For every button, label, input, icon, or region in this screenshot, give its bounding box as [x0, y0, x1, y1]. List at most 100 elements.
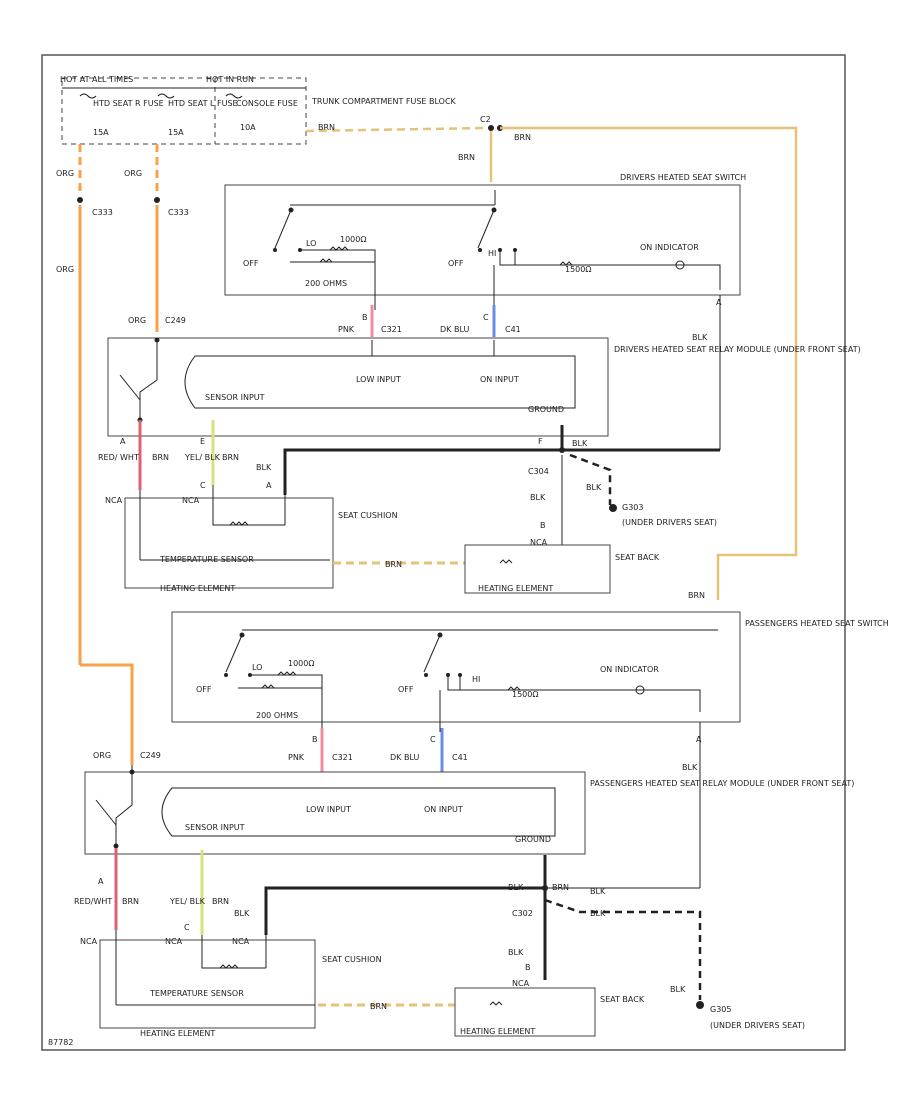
passenger-module-inner	[161, 787, 556, 837]
passenger-switch-lo-val: 1000Ω	[288, 659, 314, 668]
driver-module-x1: NCA	[105, 496, 123, 505]
passenger-module-c: C249	[140, 751, 161, 760]
passenger-heat1-label: HEATING ELEMENT	[140, 1029, 215, 1038]
driver-switch: DRIVERS HEATED SEAT SWITCH OFF LO OFF HI…	[224, 173, 746, 322]
passenger-module-sensor-input: SENSOR INPUT	[185, 823, 245, 832]
passenger-module-blk-lower: BLK	[508, 948, 524, 957]
passenger-brn-label: BRN	[122, 897, 139, 906]
driver-module-org: ORG	[128, 316, 146, 325]
driver-module-ground: GROUND	[528, 405, 564, 414]
fuse-console-icon	[225, 93, 243, 99]
fuse-block-title: TRUNK COMPARTMENT FUSE BLOCK	[311, 97, 457, 106]
fuse-l-label: HTD SEAT L FUSE	[168, 99, 238, 108]
wire-brn-fuse-label: BRN	[318, 123, 335, 132]
passenger-module-x1: NCA	[80, 937, 98, 946]
driver-module-inner	[184, 355, 576, 409]
passenger-switch-indicator: ON INDICATOR	[600, 665, 659, 674]
driver-module-pin-f: F	[538, 437, 543, 446]
passenger-switch-hi-val: 1500Ω	[512, 690, 538, 699]
driver-temp-label: TEMPERATURE SENSOR	[159, 555, 254, 564]
driver-heat2-label: HEATING ELEMENT	[478, 584, 553, 593]
fuse-hot-label: HOT AT ALL TIMES	[60, 75, 133, 84]
driver-module: ORG C249 DRIVERS HEATED SEAT RELAY MODUL…	[107, 316, 861, 437]
driver-switch-lo: LO	[306, 239, 316, 248]
driver-module-brn-junction: C304	[528, 467, 549, 476]
wire-org-1-label: ORG	[56, 169, 74, 178]
driver-redwht-label: RED/ WHT	[98, 453, 139, 462]
driver-dkblu-label: DK BLU	[440, 325, 469, 334]
driver-module-blk3: BLK	[586, 483, 602, 492]
passenger-dkblu-c-label: C41	[452, 753, 468, 762]
wire-passenger-ground-dash	[544, 898, 702, 1000]
fuse-console-amp: 10A	[240, 123, 256, 132]
driver-seat: SEAT CUSHION TEMPERATURE SENSOR HEATING …	[124, 485, 660, 594]
driver-module-pin-e: E	[200, 437, 205, 446]
driver-module-blk4: BLK	[572, 439, 588, 448]
passenger-module-blk: BLK	[234, 909, 250, 918]
passenger-module-box	[84, 771, 586, 855]
driver-switch-pin-b: B	[362, 313, 368, 322]
passenger-module-nca: NCA	[512, 979, 530, 988]
passenger-module-pin-a: A	[98, 877, 104, 886]
driver-module-on-input: ON INPUT	[480, 375, 519, 384]
wire-org-1-jog	[80, 663, 134, 765]
passenger-module-pin-b: B	[525, 963, 531, 972]
passenger-module-x2: NCA	[165, 937, 183, 946]
fuse-block-outline	[61, 77, 307, 145]
passenger-module-x3: NCA	[232, 937, 250, 946]
driver-module-sensor-input: SENSOR INPUT	[205, 393, 265, 402]
fuse-r-label: HTD SEAT R FUSE	[93, 99, 164, 108]
passenger-module: ORG C249 PASSENGERS HEATED SEAT RELAY MO…	[84, 751, 854, 855]
fuse-l-icon	[157, 93, 175, 99]
passenger-module-g: G305	[710, 1005, 731, 1014]
passenger-switch-pin-b: B	[312, 735, 318, 744]
fuse-l-amp: 15A	[168, 128, 184, 137]
driver-switch-lo-val: 1000Ω	[340, 235, 366, 244]
driver-switch-box	[224, 184, 741, 296]
wire-driver-ground-dash	[569, 453, 612, 505]
passenger-dkblu-label: DK BLU	[390, 753, 419, 762]
page-id: 87782	[48, 1038, 73, 1047]
driver-module-blk-label: BLK	[256, 463, 272, 472]
passenger-switch-box	[171, 611, 741, 723]
driver-switch-hi: HI	[488, 249, 496, 258]
passenger-module-org: ORG	[93, 751, 111, 760]
passenger-back-label: SEAT BACK	[600, 995, 645, 1004]
passenger-pnk-c-label: C321	[332, 753, 353, 762]
driver-yelblk-label: YEL/ BLK	[184, 453, 221, 462]
passenger-module-blk-junction: BLK	[508, 883, 524, 892]
passenger-switch-pin-a: A	[696, 735, 702, 744]
passenger-pnk-label: PNK	[288, 753, 305, 762]
driver-blk-label: BLK	[692, 333, 708, 342]
driver-switch-off1: OFF	[243, 259, 259, 268]
driver-switch-ohm: 200 OHMS	[305, 279, 347, 288]
passenger-seat: SEAT CUSHION TEMPERATURE SENSOR HEATING …	[99, 930, 645, 1038]
passenger-switch: PASSENGERS HEATED SEAT SWITCH BRN OFF LO…	[171, 591, 889, 744]
driver-module-blk2: BLK	[530, 493, 546, 502]
driver-module-box	[107, 337, 609, 437]
passenger-back-box	[454, 987, 596, 1037]
driver-module-pin-b2: B	[540, 521, 546, 530]
driver-seat-brn-label: BRN	[385, 560, 402, 569]
wire-org-2-label: ORG	[124, 169, 142, 178]
driver-switch-off2: OFF	[448, 259, 464, 268]
driver-pnk-label: PNK	[338, 325, 355, 334]
wire-passenger-blk-ground	[264, 855, 547, 935]
passenger-switch-ohm: 200 OHMS	[256, 711, 298, 720]
wire-org-long-label: ORG	[56, 265, 74, 274]
passenger-switch-hi: HI	[472, 675, 480, 684]
driver-heat1-label: HEATING ELEMENT	[160, 584, 235, 593]
passenger-module-blk4: BLK	[590, 909, 606, 918]
driver-module-pin-c: C	[200, 481, 206, 490]
passenger-module-ground: GROUND	[515, 835, 551, 844]
fuse-hot-run-label: HOT IN RUN	[206, 75, 254, 84]
passenger-switch-off2: OFF	[398, 685, 414, 694]
fuse-block: HOT AT ALL TIMES HOT IN RUN HTD SEAT R F…	[60, 75, 457, 145]
fuse-r-amp: 15A	[93, 128, 109, 137]
passenger-module-title: PASSENGERS HEATED SEAT RELAY MODULE (UND…	[590, 779, 854, 788]
driver-module-x2: NCA	[182, 496, 200, 505]
driver-dkblu-c-label: C41	[505, 325, 521, 334]
driver-module-title: DRIVERS HEATED SEAT RELAY MODULE (UNDER …	[614, 345, 861, 354]
driver-pnk-c-label: C321	[381, 325, 402, 334]
